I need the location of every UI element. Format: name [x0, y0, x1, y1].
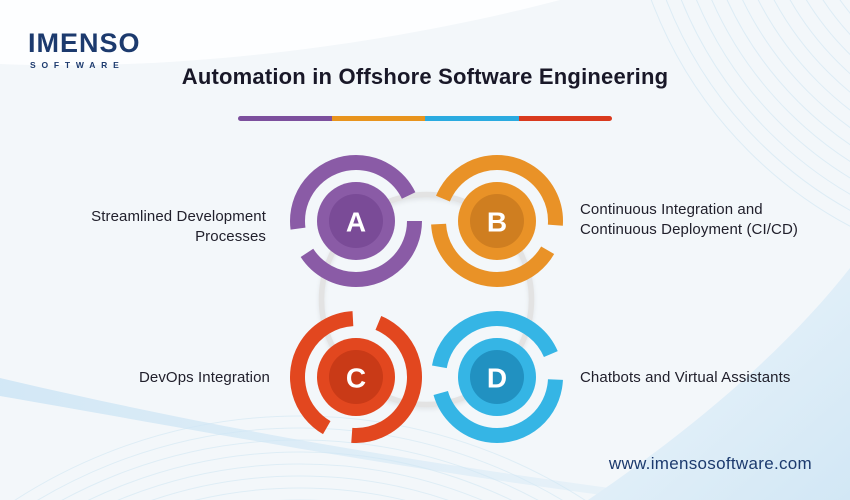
wave-topleft	[0, 0, 560, 66]
divider-segment-purple	[238, 116, 332, 121]
title-divider	[238, 116, 612, 121]
badge-c: C	[290, 311, 422, 443]
badge-c-letter: C	[346, 363, 366, 394]
badge-d-letter: D	[487, 363, 507, 394]
item-label-b: Continuous Integration and Continuous De…	[580, 201, 798, 239]
divider-segment-red	[518, 116, 612, 121]
page-title: Automation in Offshore Software Engineer…	[181, 64, 669, 89]
corner-bottomright	[588, 268, 850, 500]
divider-segment-orange	[331, 116, 425, 121]
website-link[interactable]: www.imensosoftware.com	[608, 454, 812, 473]
brand-logo-text: IMENSO	[28, 28, 141, 58]
brand-logo: IMENSO SOFTWARE	[28, 28, 141, 71]
brand-logo-subtext: SOFTWARE	[30, 60, 125, 70]
item-label-a: Streamlined Development Processes	[91, 208, 266, 246]
divider-segment-blue	[425, 116, 519, 121]
item-label-c: DevOps Integration	[138, 369, 270, 386]
badge-d: D	[431, 311, 563, 443]
badge-a-letter: A	[346, 207, 366, 238]
connector-circle	[318, 191, 535, 408]
item-label-d: Chatbots and Virtual Assistants	[580, 369, 791, 386]
badge-b-letter: B	[487, 207, 507, 238]
badge-b: B	[431, 155, 563, 287]
badge-a: A	[290, 155, 422, 287]
